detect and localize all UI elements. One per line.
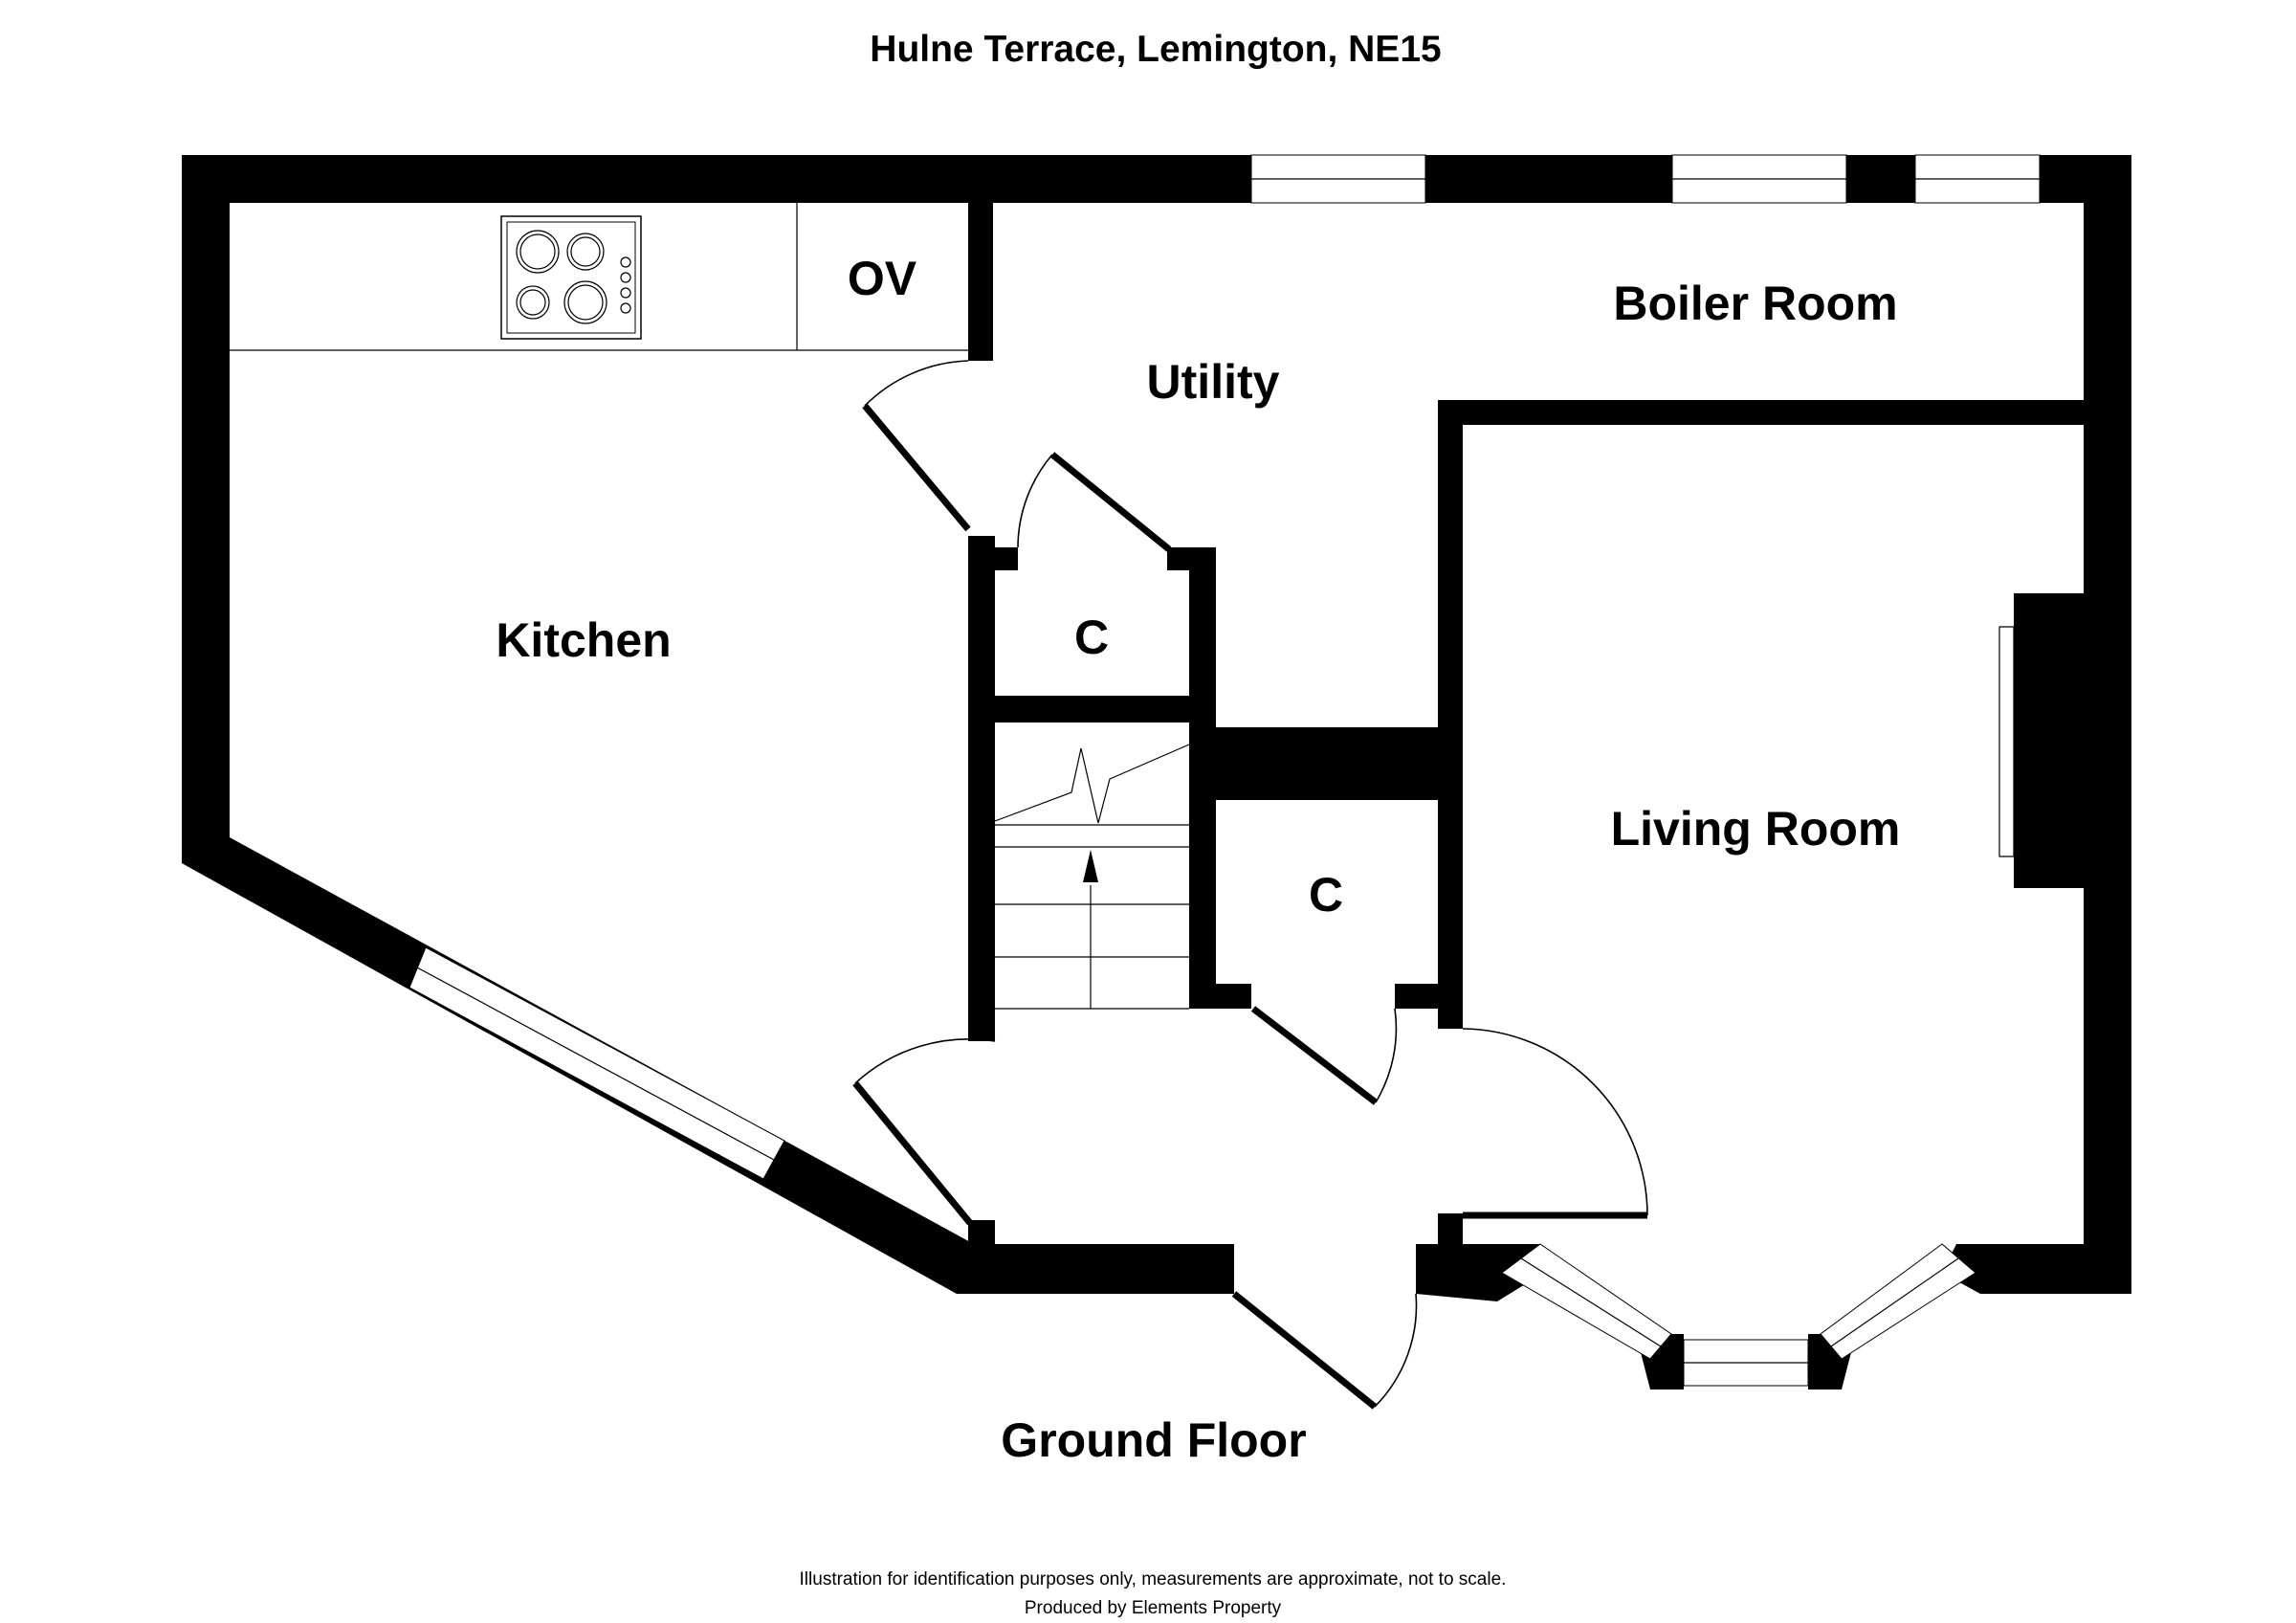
label-boiler-room: Boiler Room: [1613, 277, 1897, 330]
label-cupboard-upper: C: [1074, 611, 1109, 664]
bottom-wall-living-right: [1942, 1244, 2131, 1294]
window-bay-left: [1501, 1243, 1672, 1360]
kitchen-worktop: [230, 203, 968, 351]
hall-entry-stub-left: [968, 1220, 995, 1249]
outer-walls: [182, 155, 2131, 1390]
door-kitchen-utility: [862, 403, 971, 532]
disclaimer-text: Illustration for identification purposes…: [800, 1569, 1507, 1590]
cupboard-bottom-wall: [995, 696, 1216, 723]
lower-cupboard-bottom-right: [1395, 984, 1438, 1009]
label-utility: Utility: [1147, 355, 1280, 409]
label-oven: OV: [848, 252, 917, 305]
stair-arrow-icon: [1083, 850, 1098, 882]
label-kitchen: Kitchen: [496, 613, 671, 667]
label-cupboard-lower: C: [1309, 868, 1343, 922]
cupboard-stub-left: [968, 547, 1018, 570]
window-kitchen-diagonal: [408, 946, 785, 1180]
left-wall: [182, 155, 230, 863]
boiler-living-stub: [1438, 400, 1463, 425]
door-hall-kitchen: [852, 1080, 973, 1226]
boiler-living-wall: [1438, 400, 2084, 425]
kitchen-hall-wall: [968, 536, 995, 1041]
windows: [408, 154, 2041, 1387]
producer-text: Produced by Elements Property: [1025, 1598, 1282, 1618]
bottom-wall-kitchen: [957, 1244, 1234, 1294]
door-cupboard-upper: [1049, 452, 1172, 552]
door-front-entrance: [1231, 1291, 1378, 1410]
chimney-breast: [1189, 727, 1438, 800]
cupboard-stub-right: [1167, 547, 1216, 570]
door-cupboard-lower: [1250, 1006, 1379, 1105]
hob-icon: [500, 215, 642, 340]
right-wall: [2084, 155, 2131, 1294]
living-door-stub: [1438, 1213, 1463, 1244]
fireplace: [2014, 593, 2084, 888]
kitchen-utility-wall: [968, 203, 993, 361]
doors: [852, 360, 1648, 1410]
living-west-wall: [1438, 402, 1463, 1029]
label-living-room: Living Room: [1611, 802, 1901, 856]
lower-cupboard-left-wall: [1189, 800, 1216, 1009]
window-bay-right: [1820, 1243, 1976, 1360]
staircase: [994, 744, 1190, 1010]
floor-label: Ground Floor: [1001, 1413, 1306, 1467]
property-title: Hulne Terrace, Lemington, NE15: [870, 29, 1441, 70]
interior-walls: [968, 203, 2084, 1249]
lower-cupboard-bottom-wall: [1189, 984, 1251, 1009]
